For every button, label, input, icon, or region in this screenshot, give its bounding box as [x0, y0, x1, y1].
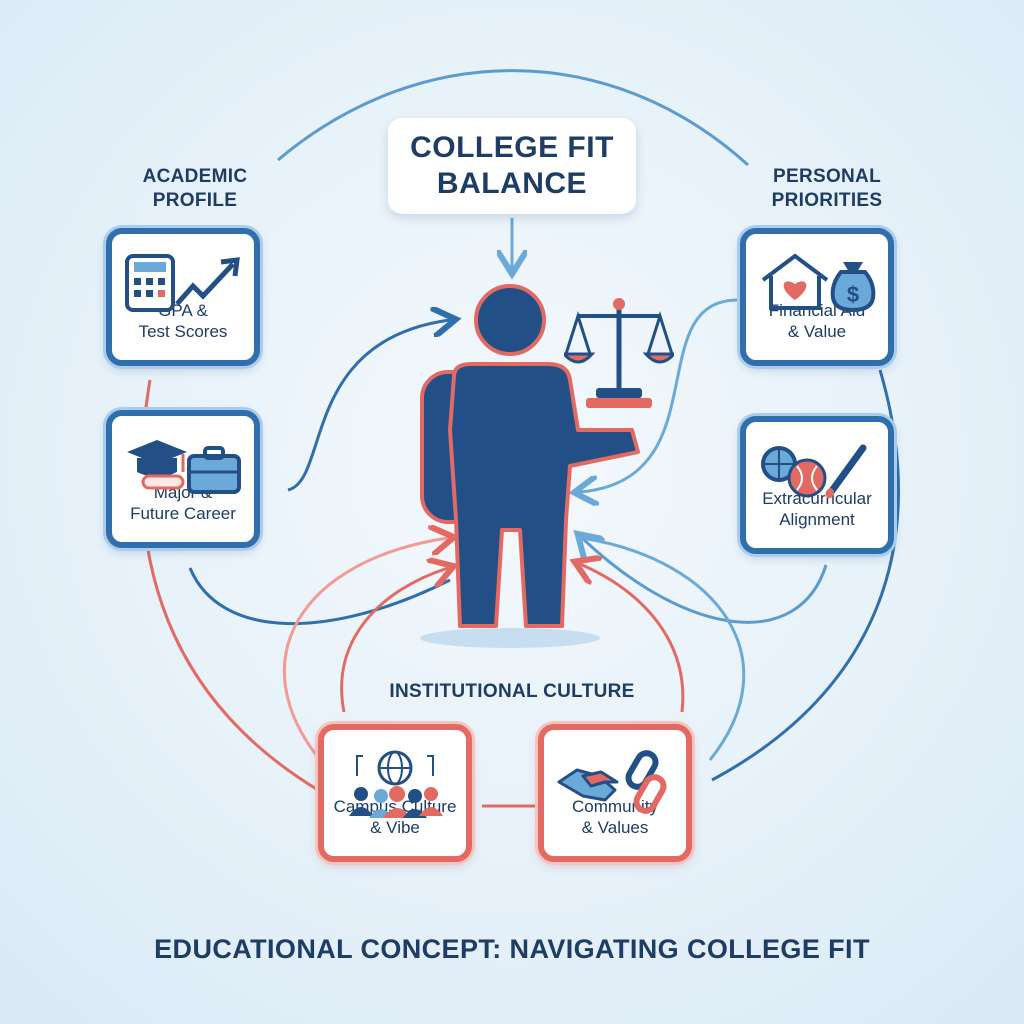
top-arc: [277, 69, 750, 167]
extracurricular-label: Extracurricular Alignment: [762, 489, 872, 529]
personal-line2: PRIORITIES: [771, 190, 883, 211]
handshake-link-icon: [557, 750, 667, 814]
title-line2: BALANCE: [436, 167, 588, 200]
community-card[interactable]: Community & Values: [538, 724, 692, 862]
campus-card[interactable]: Campus Culture & Vibe: [318, 724, 472, 862]
major-card[interactable]: Major & Future Career: [106, 410, 260, 548]
personal-priorities-label: PERSONAL PRIORITIES: [742, 165, 912, 213]
extracurricular-loop: [582, 538, 828, 624]
extracurricular-card[interactable]: Extracurricular Alignment: [740, 416, 894, 554]
sports-art-icon: [761, 444, 867, 498]
major-loop: [188, 567, 451, 625]
balance-scale-icon: [564, 298, 674, 408]
student-icon: [420, 284, 640, 648]
financial-card[interactable]: $ Financial Aid & Value: [740, 228, 894, 366]
personal-to-figure: [580, 298, 739, 492]
gpa-card[interactable]: GPA & Test Scores: [106, 228, 260, 366]
academic-to-figure: [287, 320, 450, 492]
svg-text:$: $: [847, 282, 859, 307]
footer-caption: EDUCATIONAL CONCEPT: NAVIGATING COLLEGE …: [154, 934, 870, 964]
right-outer-arc: [711, 369, 900, 782]
title-line1: COLLEGE FIT: [410, 131, 614, 164]
campus-arrow-inner: [340, 568, 448, 713]
institutional-culture-label: INSTITUTIONAL CULTURE: [389, 681, 635, 702]
graduation-briefcase-icon: [127, 440, 241, 494]
academic-line1: ACADEMIC: [142, 166, 248, 187]
globe-people-icon: [349, 750, 443, 818]
calculator-growth-icon: [125, 254, 240, 312]
academic-line2: PROFILE: [152, 190, 238, 211]
campus-arrow-outer: [282, 538, 448, 761]
personal-line1: PERSONAL: [773, 166, 881, 187]
academic-profile-label: ACADEMIC PROFILE: [110, 165, 280, 213]
house-money-icon: $: [761, 253, 876, 313]
title-box: COLLEGE FIT BALANCE: [388, 118, 636, 214]
gpa-label: GPA & Test Scores: [138, 301, 228, 341]
community-arrow-inner: [580, 564, 685, 713]
community-arrow-outer: [581, 536, 746, 761]
